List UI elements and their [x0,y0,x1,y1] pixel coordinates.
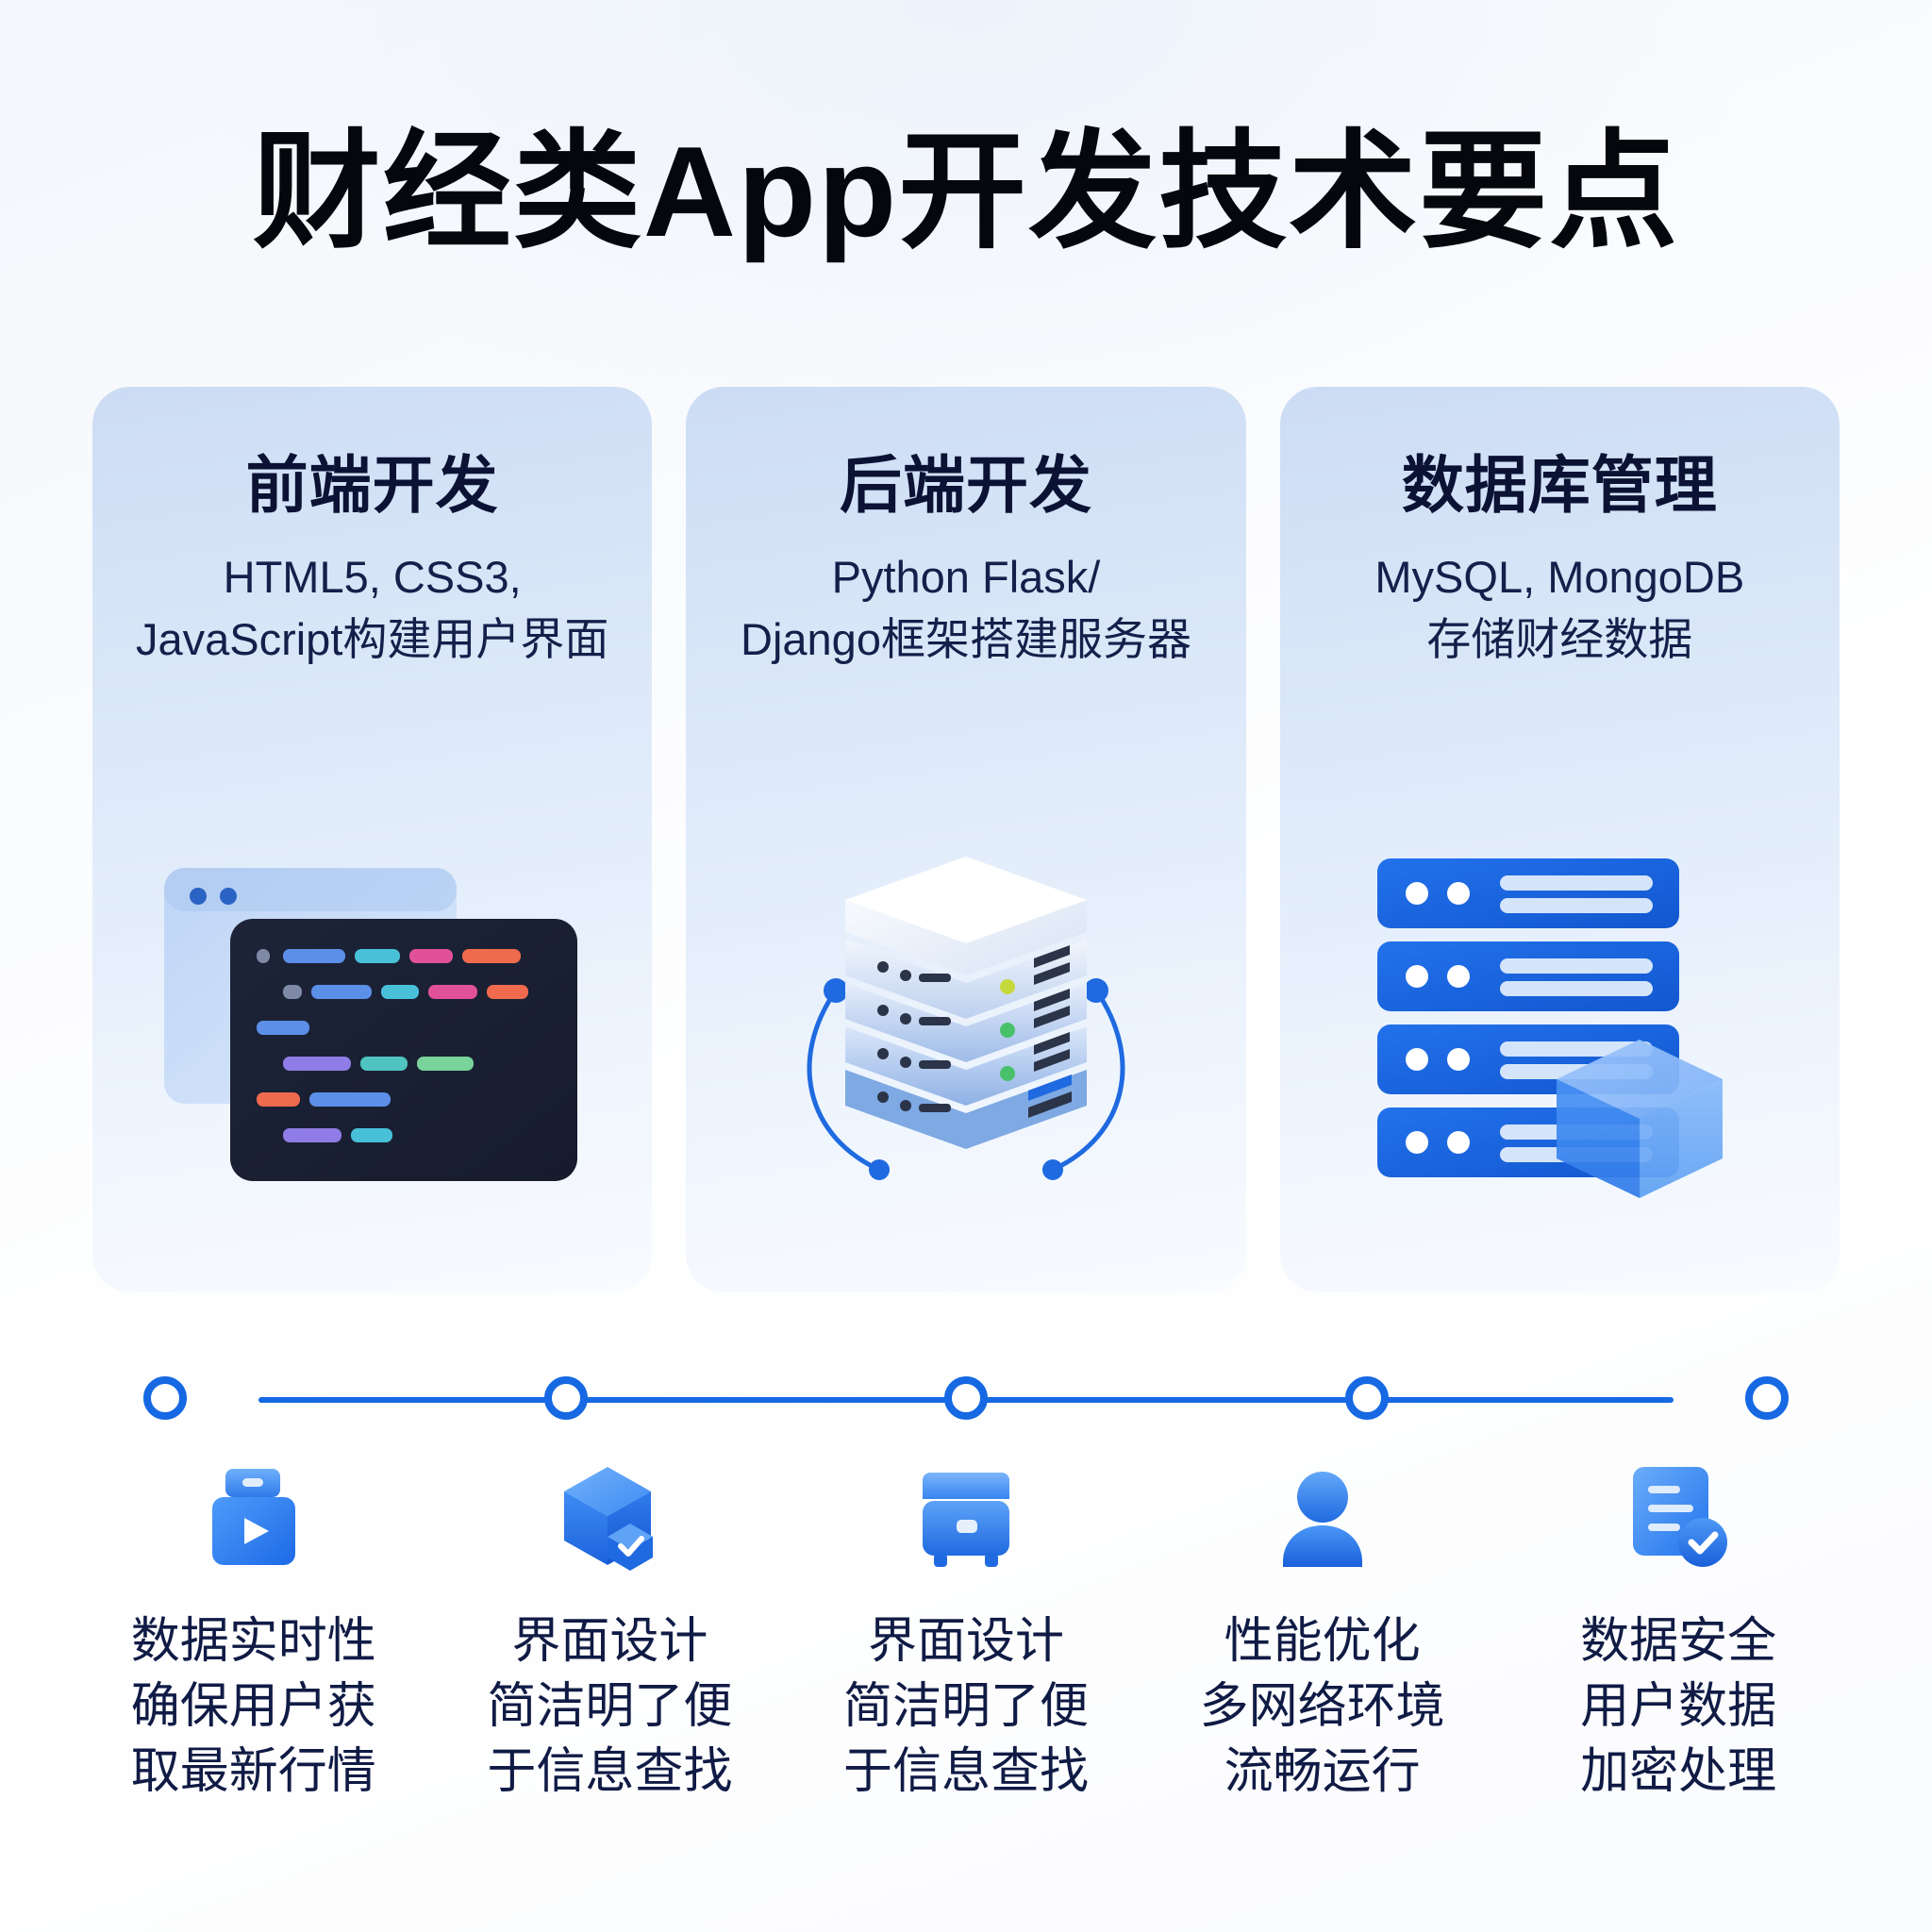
media-play-folder-icon [192,1455,315,1577]
timeline-dot-2[interactable] [543,1376,588,1420]
card-backend-desc-line-1: Python Flask/ [831,551,1101,602]
card-backend-desc: Python Flask/ Django框架搭建服务器 [686,546,1245,672]
cube-check-icon [548,1455,671,1577]
page-title: 财经类App开发技术要点 [252,120,1680,263]
card-database-desc-line-2: 存储财经数据 [1426,614,1693,665]
document-check-icon [1617,1455,1740,1577]
server-chat-icon [905,1455,1027,1577]
feature-item-4-line-2: 多网络环境 [1199,1679,1445,1735]
feature-item-2-label: 界面设计 简洁明了便 于信息查找 [487,1609,732,1805]
feature-item-3-line-3: 于信息查找 [842,1744,1089,1800]
timeline-dot-1[interactable] [143,1376,187,1420]
feature-item-3-line-1: 界面设计 [867,1614,1064,1669]
feature-item-3-line-2: 简洁明了便 [842,1679,1089,1735]
feature-row: 数据实时性 确保用户获 取最新行情 [75,1455,1857,1805]
card-frontend-desc-line-2: JavaScript构建用户界面 [135,614,609,665]
database-rack-illustration [1280,834,1840,1211]
card-frontend-desc: HTML5, CSS3, JavaScript构建用户界面 [92,546,652,672]
feature-item-4-line-3: 流畅运行 [1224,1744,1421,1800]
feature-item-5-line-1: 数据安全 [1580,1614,1777,1669]
feature-item-3[interactable]: 界面设计 简洁明了便 于信息查找 [788,1455,1144,1805]
timeline-dot-4[interactable] [1344,1376,1389,1420]
feature-item-4-line-1: 性能优化 [1224,1614,1421,1669]
user-avatar-icon [1261,1455,1384,1577]
code-editor-illustration [92,834,652,1211]
card-backend-desc-line-2: Django框架搭建服务器 [741,614,1191,665]
card-frontend-title: 前端开发 [245,450,499,520]
timeline [0,1370,1932,1426]
card-frontend[interactable]: 前端开发 HTML5, CSS3, JavaScript构建用户界面 [92,387,653,1292]
feature-item-3-label: 界面设计 简洁明了便 于信息查找 [843,1609,1089,1805]
feature-item-5-line-3: 加密处理 [1580,1744,1777,1800]
feature-item-5-line-2: 用户数据 [1580,1679,1777,1735]
feature-item-1-line-3: 取最新行情 [130,1744,376,1800]
timeline-dots [143,1370,1789,1426]
card-backend[interactable]: 后端开发 Python Flask/ Django框架搭建服务器 [686,387,1246,1292]
feature-item-4-label: 性能优化 多网络环境 流畅运行 [1200,1609,1445,1805]
card-database[interactable]: 数据库管理 MySQL, MongoDB 存储财经数据 [1279,387,1840,1292]
server-stack-illustration [686,834,1245,1211]
timeline-dot-3[interactable] [944,1376,988,1420]
feature-item-1-line-2: 确保用户获 [130,1679,376,1735]
card-database-title: 数据库管理 [1401,450,1718,520]
feature-item-2-line-1: 界面设计 [511,1614,708,1669]
feature-item-1-line-1: 数据实时性 [130,1614,376,1669]
feature-item-2-line-2: 简洁明了便 [487,1679,733,1735]
card-database-desc: MySQL, MongoDB 存储财经数据 [1280,546,1840,672]
feature-item-1-label: 数据实时性 确保用户获 取最新行情 [131,1609,376,1805]
timeline-dot-5[interactable] [1745,1376,1789,1420]
feature-item-5-label: 数据安全 用户数据 加密处理 [1580,1609,1776,1805]
technology-card-row: 前端开发 HTML5, CSS3, JavaScript构建用户界面 [92,387,1840,1292]
card-backend-title: 后端开发 [839,450,1092,520]
card-database-desc-line-1: MySQL, MongoDB [1374,551,1745,602]
feature-item-2-line-3: 于信息查找 [487,1744,733,1800]
feature-item-5[interactable]: 数据安全 用户数据 加密处理 [1500,1455,1857,1805]
feature-item-2[interactable]: 界面设计 简洁明了便 于信息查找 [432,1455,789,1805]
feature-item-1[interactable]: 数据实时性 确保用户获 取最新行情 [75,1455,432,1805]
card-frontend-desc-line-1: HTML5, CSS3, [223,551,522,602]
feature-item-4[interactable]: 性能优化 多网络环境 流畅运行 [1144,1455,1501,1805]
